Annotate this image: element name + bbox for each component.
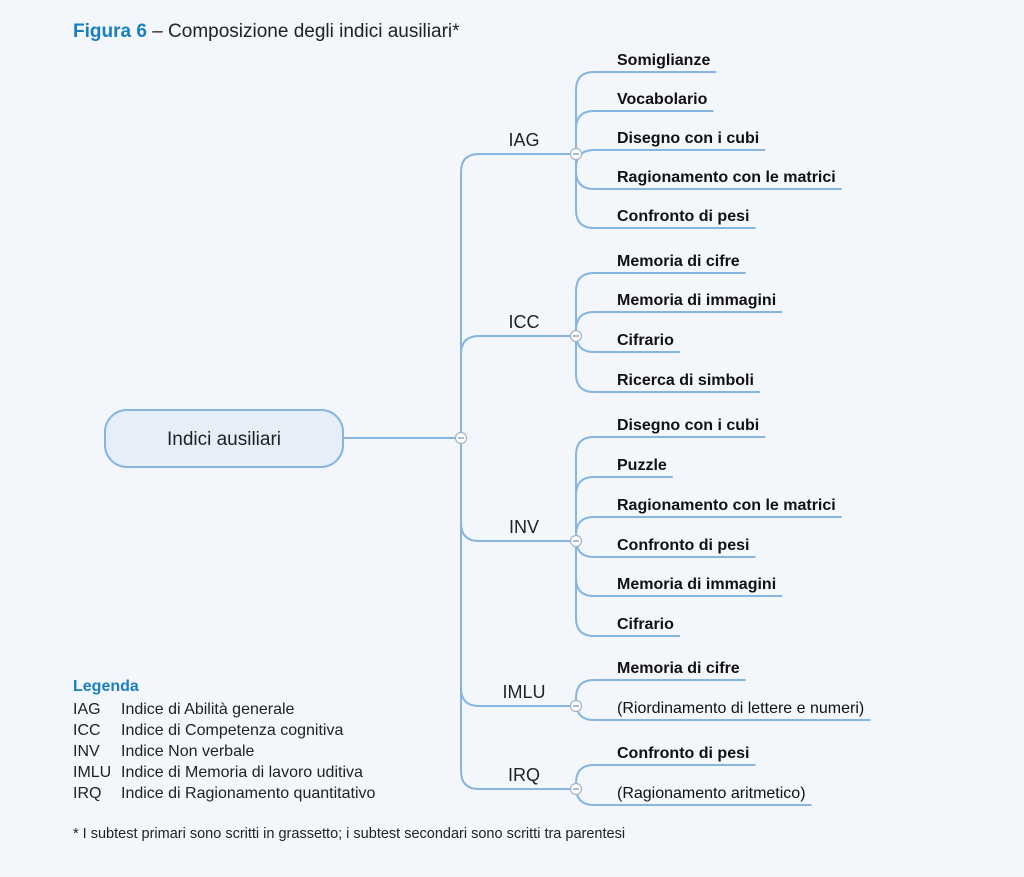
child-connector [575,311,783,331]
child-connector [575,436,766,456]
branch-connector [460,153,576,173]
subtest-label: (Riordinamento di lettere e numeri) [617,700,864,717]
collapse-icon[interactable] [454,431,468,445]
branch-label: ICC [509,312,540,332]
child-connector [575,149,766,169]
child-connector [575,617,680,637]
subtest-label: Memoria di cifre [617,660,740,677]
figure-title: Figura 6 – Composizione degli indici aus… [73,21,460,43]
legend-abbr: IMLU [73,764,112,781]
branch-connector [460,522,576,542]
child-connector [575,764,756,784]
legend-entry: ICC Indice di Competenza cognitiva [73,720,375,741]
child-connector [575,71,717,91]
subtest-label: Cifrario [617,332,674,349]
legend-abbr: ICC [73,722,101,739]
subtest-label: Memoria di cifre [617,253,740,270]
collapse-icon[interactable] [569,534,583,548]
subtest-label: Vocabolario [617,91,708,108]
child-connector [575,373,760,393]
subtest-label: Memoria di immagini [617,292,776,309]
child-connector [575,476,673,496]
subtest-label: Disegno con i cubi [617,130,759,147]
legend: Legenda IAG Indice di Abilità generale IC… [73,678,375,804]
legend-abbr: INV [73,743,100,760]
subtest-label: (Ragionamento aritmetico) [617,785,806,802]
child-connector [575,679,746,699]
child-connector [575,272,746,292]
footnote: * I subtest primari sono scritti in gras… [73,826,626,842]
legend-entry: INV Indice Non verbale [73,741,375,762]
legend-title: Legenda [73,678,139,695]
subtest-label: Memoria di immagini [617,576,776,593]
branch-label: IAG [508,130,539,150]
branch-irq: IRQ Confronto di pesi (Ragionamento aritme… [460,745,812,806]
child-connector [575,577,783,597]
collapse-icon[interactable] [569,147,583,161]
legend-desc: Indice di Ragionamento quantitativo [121,785,376,802]
branch-imlu: IMLU Memoria di cifre (Riordinamento di le… [460,660,871,721]
child-connector [575,209,756,229]
branch-label: INV [509,517,539,537]
legend-entry: IRQ Indice di Ragionamento quantitativo [73,783,375,804]
subtest-label: Somiglianze [617,52,710,69]
child-connector [575,170,842,190]
root-node: Indici ausiliari [104,409,344,468]
collapse-icon[interactable] [569,699,583,713]
collapse-icon[interactable] [569,329,583,343]
child-connector [575,516,842,536]
legend-desc: Indice di Abilità generale [121,701,295,718]
legend-abbr: IRQ [73,785,102,802]
legend-abbr: IAG [73,701,101,718]
root-label: Indici ausiliari [167,429,281,450]
subtest-label: Confronto di pesi [617,208,749,225]
branch-label: IMLU [502,682,545,702]
branch-connector [460,687,576,707]
branch-label: IRQ [508,765,540,785]
subtest-label: Confronto di pesi [617,745,749,762]
figure-caption: – Composizione degli indici ausiliari* [152,21,460,42]
branch-connector [460,770,576,790]
legend-desc: Indice di Memoria di lavoro uditiva [121,764,363,781]
child-connector [575,110,714,130]
subtest-label: Puzzle [617,457,667,474]
legend-entry: IAG Indice di Abilità generale [73,699,375,720]
branch-connector [460,335,576,355]
figure-label: Figura 6 [73,21,147,42]
subtest-label: Ragionamento con le matrici [617,169,836,186]
branch-inv: INV Disegno con i cubiPuzzleRagionamento … [460,417,842,637]
subtest-label: Ragionamento con le matrici [617,497,836,514]
legend-desc: Indice di Competenza cognitiva [121,722,344,739]
subtest-label: Disegno con i cubi [617,417,759,434]
subtest-label: Cifrario [617,616,674,633]
subtest-label: Confronto di pesi [617,537,749,554]
collapse-icon[interactable] [569,782,583,796]
legend-entry: IMLU Indice di Memoria di lavoro uditiva [73,762,375,783]
subtest-label: Ricerca di simboli [617,372,754,389]
legend-desc: Indice Non verbale [121,743,255,760]
